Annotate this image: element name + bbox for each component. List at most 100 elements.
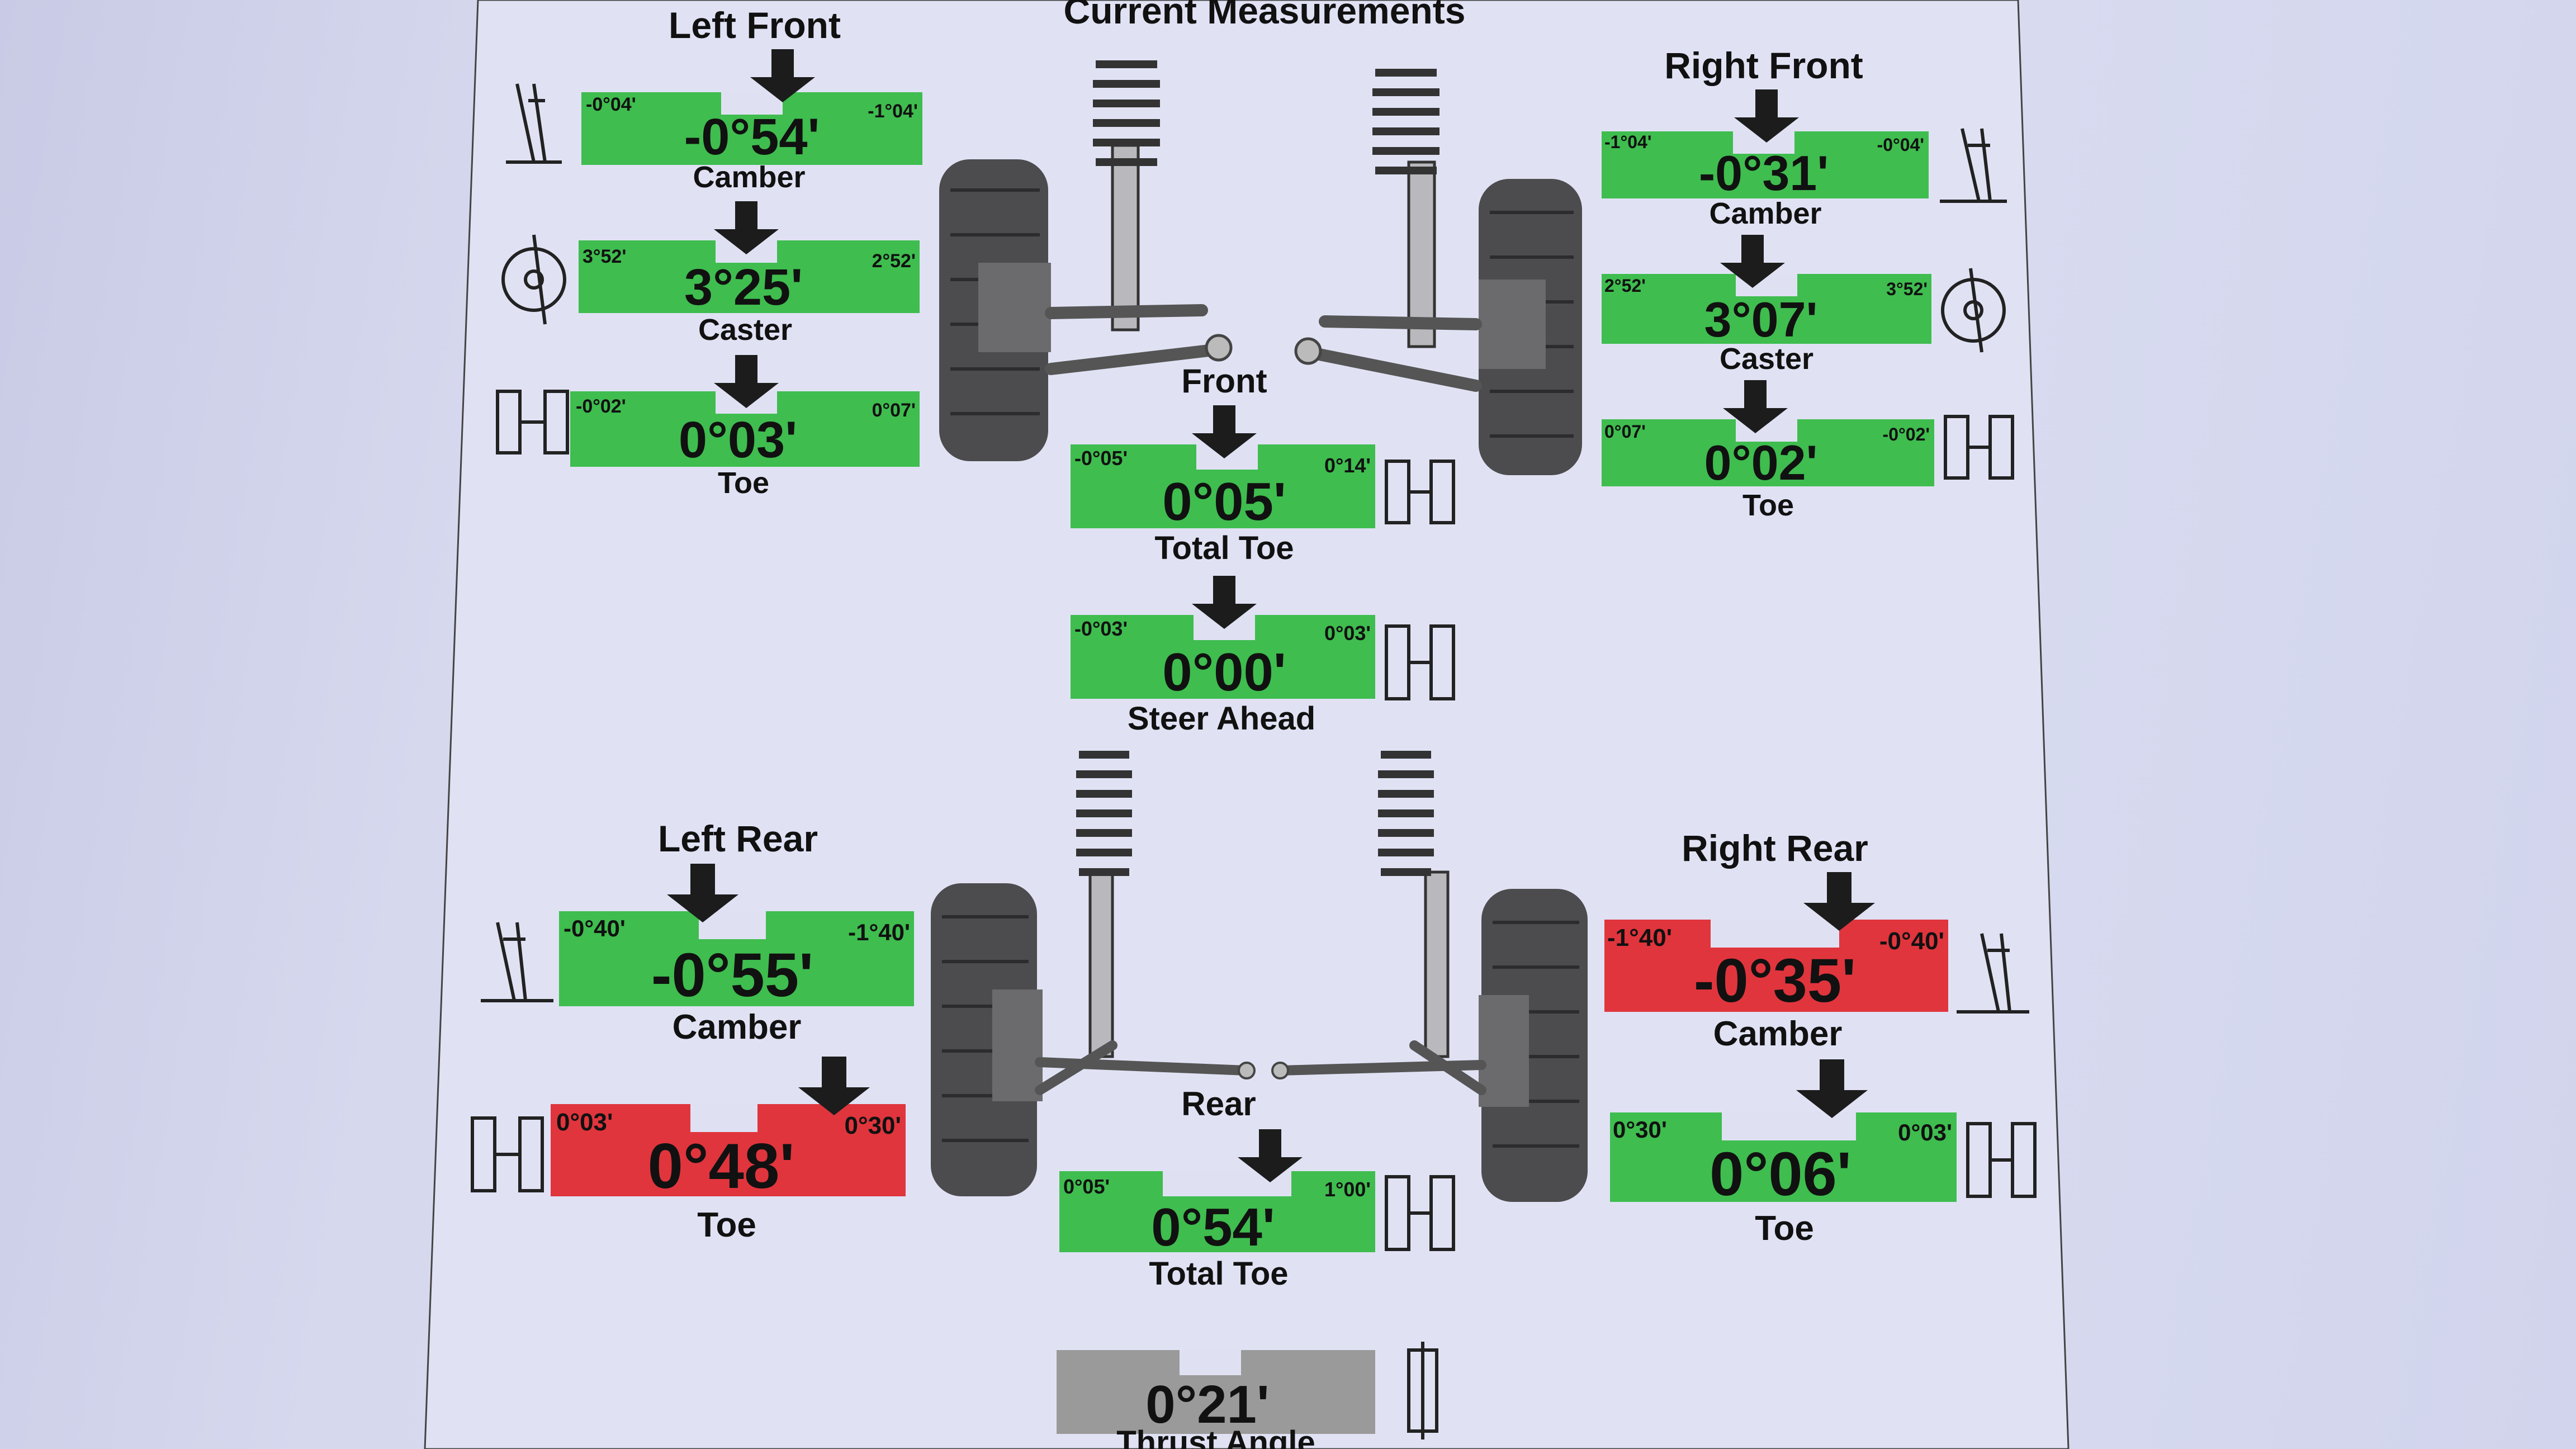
gauge-label: Caster	[698, 313, 792, 347]
gauge-max: -1°40'	[848, 919, 910, 945]
gauge-value: 3°25'	[684, 259, 803, 316]
tire-icon	[931, 883, 1043, 1196]
gauge-value: -0°35'	[1694, 946, 1856, 1015]
indicator-arrow-icon	[1803, 872, 1875, 931]
gauge-right-front-toe: 0°07' -0°02' 0°02' Toe	[1602, 380, 1934, 522]
steer-ahead-icon	[1385, 624, 1455, 700]
gauge-min: -1°40'	[1607, 924, 1672, 951]
gauge-min: 0°05'	[1063, 1175, 1110, 1198]
gauge-right-rear-camber: -1°40' -0°40' -0°35' Camber	[1604, 872, 1948, 1053]
gauge-max: -0°40'	[1879, 927, 1944, 955]
caster-icon	[501, 234, 566, 325]
gauge-left-front-toe: -0°02' 0°07' 0°03' Toe	[570, 355, 920, 500]
gauge-value: 0°21'	[1145, 1375, 1269, 1434]
gauge-min: 2°52'	[1604, 276, 1646, 296]
gauge-min: 0°30'	[1613, 1116, 1667, 1143]
gauge-label: Toe	[718, 466, 769, 500]
gauge-min: -0°03'	[1074, 617, 1128, 640]
gauge-notch	[721, 92, 783, 115]
gauge-thrust-angle: 0°21' Thrust Angle	[1057, 1350, 1375, 1449]
thrust-angle-icon	[1407, 1342, 1438, 1439]
gauge-value: -0°31'	[1699, 145, 1829, 201]
section-right-rear: Right Rear	[1682, 827, 1868, 869]
gauge-label: Toe	[697, 1206, 756, 1244]
gauge-value: -0°55'	[651, 941, 813, 1010]
gauge-max: 0°03'	[1898, 1119, 1952, 1145]
gauge-label: Camber	[693, 160, 805, 194]
gauge-label: Toe	[1755, 1209, 1814, 1248]
tire-icon	[1479, 179, 1582, 475]
indicator-arrow-icon	[1734, 89, 1799, 143]
gauge-right-rear-toe: 0°30' 0°03' 0°06' Toe	[1610, 1059, 1957, 1248]
camber-icon	[1940, 128, 2007, 203]
toe-icon	[1966, 1122, 2037, 1198]
gauge-max: -0°02'	[1883, 424, 1930, 444]
camber-icon	[1957, 933, 2029, 1014]
gauge-label: Total Toe	[1149, 1256, 1288, 1292]
indicator-arrow-icon	[1192, 405, 1257, 458]
section-left-rear: Left Rear	[658, 818, 818, 859]
gauge-rear-total-toe: 0°05' 1°00' 0°54' Total Toe	[1059, 1129, 1375, 1292]
indicator-arrow-icon	[750, 49, 815, 102]
gauge-max: -0°04'	[1877, 135, 1924, 155]
tire-icon	[1479, 889, 1588, 1202]
gauge-left-front-caster: 3°52' 2°52' 3°25' Caster	[579, 201, 920, 347]
camber-icon	[481, 922, 553, 1002]
gauge-left-rear-toe: 0°03' 0°30' 0°48' Toe	[551, 1057, 906, 1244]
gauge-left-front-camber: -0°04' -1°04' -0°54' Camber	[581, 49, 922, 194]
indicator-arrow-icon	[1238, 1129, 1303, 1182]
gauge-label: Thrust Angle	[1116, 1424, 1315, 1449]
gauge-max: 3°52'	[1886, 279, 1928, 299]
gauge-value: 0°03'	[679, 411, 797, 468]
page-title: Current Measurements	[1064, 0, 1466, 31]
gauge-max: 0°30'	[845, 1112, 901, 1139]
total-toe-icon	[1385, 460, 1455, 524]
gauge-value: 0°00'	[1162, 642, 1286, 702]
rear-suspension-illustration	[931, 751, 1588, 1202]
gauge-min: -0°05'	[1074, 447, 1128, 470]
camber-icon	[506, 83, 562, 164]
indicator-arrow-icon	[798, 1057, 870, 1115]
gauge-label: Camber	[1713, 1015, 1843, 1053]
gauge-min: -0°40'	[564, 915, 626, 941]
gauge-notch	[1180, 1350, 1241, 1375]
gauge-label: Toe	[1742, 489, 1794, 522]
indicator-arrow-icon	[714, 201, 779, 254]
gauge-label: Steer Ahead	[1128, 700, 1315, 737]
gauge-min: -1°04'	[1604, 132, 1651, 152]
toe-icon	[496, 390, 569, 454]
gauge-steer-ahead: -0°03' 0°03' 0°00' Steer Ahead	[1071, 576, 1375, 737]
gauge-max: 0°07'	[872, 400, 916, 421]
gauge-max: 0°14'	[1324, 454, 1371, 477]
indicator-arrow-icon	[714, 355, 779, 408]
indicator-arrow-icon	[1720, 235, 1785, 288]
toe-icon	[1944, 415, 2014, 480]
gauge-max: 2°52'	[872, 250, 916, 272]
gauge-min: 3°52'	[583, 246, 626, 267]
gauge-min: 0°03'	[556, 1109, 613, 1136]
gauge-notch	[690, 1104, 757, 1132]
gauge-notch	[1711, 920, 1839, 948]
gauge-value: 3°07'	[1704, 292, 1818, 347]
gauge-right-front-camber: -1°04' -0°04' -0°31' Camber	[1602, 89, 1929, 230]
indicator-arrow-icon	[1723, 380, 1788, 433]
gauge-min: -0°04'	[586, 94, 636, 115]
gauge-value: 0°06'	[1710, 1140, 1852, 1209]
section-rear: Rear	[1181, 1085, 1256, 1123]
gauge-value: 0°02'	[1704, 435, 1818, 490]
gauge-right-front-caster: 2°52' 3°52' 3°07' Caster	[1602, 235, 1931, 376]
gauge-label: Camber	[673, 1008, 802, 1046]
caster-icon	[1941, 268, 2006, 353]
gauge-max: -1°04'	[868, 101, 918, 122]
gauge-notch	[1722, 1112, 1856, 1140]
gauge-min: -0°02'	[576, 396, 626, 417]
indicator-arrow-icon	[1796, 1059, 1868, 1118]
gauge-value: 0°05'	[1162, 472, 1286, 532]
gauge-value: 0°48'	[648, 1131, 795, 1202]
gauge-max: 0°03'	[1324, 622, 1371, 645]
gauge-value: 0°54'	[1151, 1197, 1275, 1257]
gauge-min: 0°07'	[1604, 422, 1646, 442]
section-left-front: Left Front	[669, 4, 841, 46]
gauge-label: Total Toe	[1154, 530, 1294, 566]
indicator-arrow-icon	[1192, 576, 1257, 629]
